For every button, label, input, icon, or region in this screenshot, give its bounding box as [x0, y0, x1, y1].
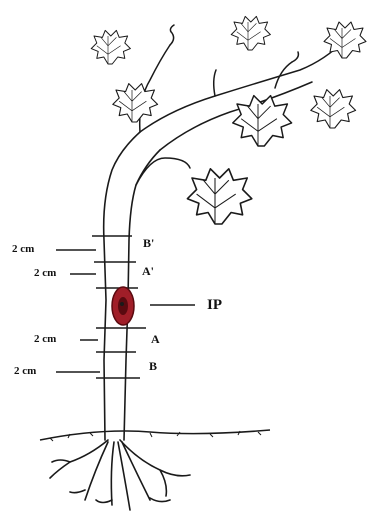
leaf-center [233, 96, 292, 146]
leaf-lower [187, 169, 251, 224]
upper-left-distance-label: 2 cm [12, 244, 34, 255]
leaf-top-center [231, 16, 270, 50]
lower-left-distance-label: 2 cm [34, 334, 56, 345]
leaf-top-left [91, 30, 130, 64]
mark-a-prime-label: A' [142, 265, 154, 277]
lower-right-distance-label: 2 cm [14, 366, 36, 377]
inoculation-lesion [112, 287, 134, 325]
leaf-right [311, 90, 356, 128]
mark-b-prime-label: B' [143, 237, 154, 249]
soil [40, 430, 270, 441]
inoculation-point-label: IP [207, 298, 222, 313]
upper-right-distance-label: 2 cm [34, 268, 56, 279]
mark-a-label: A [151, 333, 160, 345]
trunk [104, 132, 160, 440]
roots [50, 440, 190, 510]
mark-b-label: B [149, 360, 157, 372]
leaf-upper-left [113, 84, 158, 122]
